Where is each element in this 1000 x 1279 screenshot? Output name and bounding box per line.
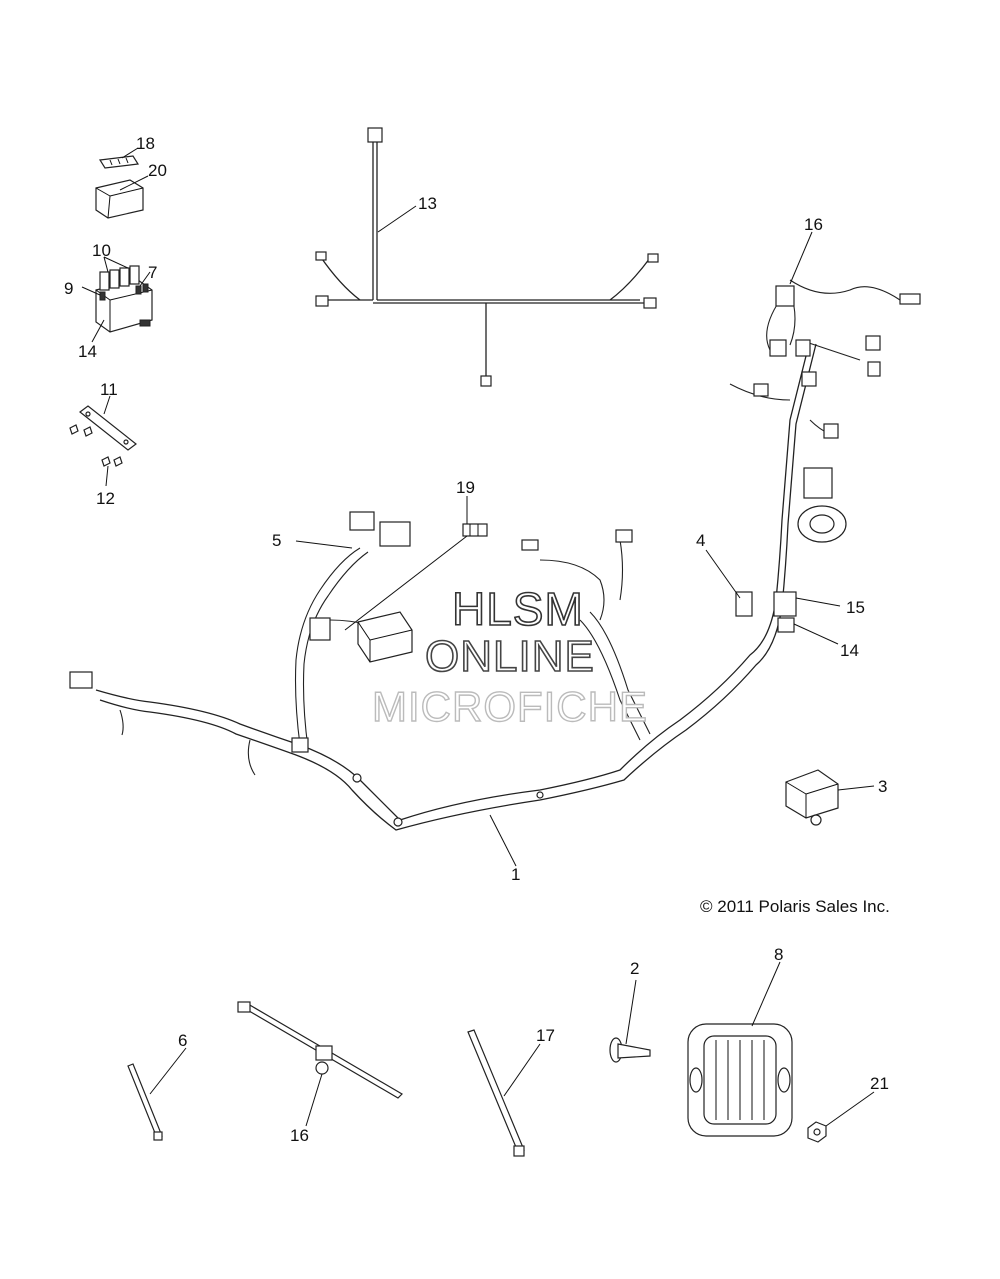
callout-14-right[interactable]: 14 <box>840 641 859 660</box>
cable-tie-part-16b[interactable] <box>237 1001 403 1099</box>
connector-part-14b[interactable] <box>777 617 795 633</box>
callout-2[interactable]: 2 <box>630 959 639 978</box>
callout-11[interactable]: 11 <box>100 380 118 399</box>
voltage-regulator-part-8[interactable] <box>687 1023 793 1137</box>
callout-6[interactable]: 6 <box>178 1031 187 1050</box>
fuse-label-strip-part-18[interactable] <box>98 155 140 169</box>
sensor-boot[interactable] <box>797 467 847 543</box>
callout-20[interactable]: 20 <box>148 161 167 180</box>
nut-part-21[interactable] <box>807 1121 827 1143</box>
callout-numbers: 18 20 10 7 9 14 11 12 13 16 19 5 4 15 14… <box>64 134 889 1145</box>
callout-17[interactable]: 17 <box>536 1026 555 1045</box>
callout-13[interactable]: 13 <box>418 194 437 213</box>
watermark-line-1: HLSM <box>451 582 584 636</box>
callout-21[interactable]: 21 <box>870 1074 889 1093</box>
push-rivet-part-2[interactable] <box>609 1037 651 1063</box>
callout-16[interactable]: 16 <box>804 215 823 234</box>
callout-8[interactable]: 8 <box>774 945 783 964</box>
terminal-part-19[interactable] <box>462 523 488 537</box>
watermark-line-2: ONLINE <box>424 631 595 682</box>
fuses-part-7[interactable] <box>135 283 149 295</box>
callout-3[interactable]: 3 <box>878 777 887 796</box>
cable-tie-part-17[interactable] <box>467 1029 525 1157</box>
callout-5[interactable]: 5 <box>272 531 281 550</box>
callout-15[interactable]: 15 <box>846 598 865 617</box>
relays-part-10[interactable] <box>99 265 140 291</box>
callout-14[interactable]: 14 <box>78 342 97 361</box>
bracket-part-11[interactable] <box>79 405 137 451</box>
cable-tie-part-6[interactable] <box>127 1063 163 1141</box>
watermark-line-3: MICROFICHE <box>371 682 648 730</box>
harness-part-13[interactable] <box>315 127 659 387</box>
callout-7[interactable]: 7 <box>148 263 157 282</box>
callout-10[interactable]: 10 <box>92 241 111 260</box>
fuse-box-cover-part-20[interactable] <box>95 179 144 219</box>
fuse-part-9[interactable] <box>99 291 106 301</box>
callout-18[interactable]: 18 <box>136 134 155 153</box>
callout-12[interactable]: 12 <box>96 489 115 508</box>
callout-4[interactable]: 4 <box>696 531 705 550</box>
screws-part-12[interactable] <box>69 424 123 467</box>
ecu-module[interactable] <box>357 611 413 663</box>
cover-part-3[interactable] <box>785 769 839 826</box>
connector-part-15[interactable] <box>773 591 797 617</box>
callout-9[interactable]: 9 <box>64 279 73 298</box>
main-harness-part-1[interactable] <box>69 339 817 831</box>
copyright-notice: © 2011 Polaris Sales Inc. <box>700 897 890 916</box>
callout-1[interactable]: 1 <box>511 865 520 884</box>
callout-19[interactable]: 19 <box>456 478 475 497</box>
leader-lines <box>81 147 875 1127</box>
callout-16-bottom[interactable]: 16 <box>290 1126 309 1145</box>
right-harness-branch[interactable] <box>729 279 921 439</box>
